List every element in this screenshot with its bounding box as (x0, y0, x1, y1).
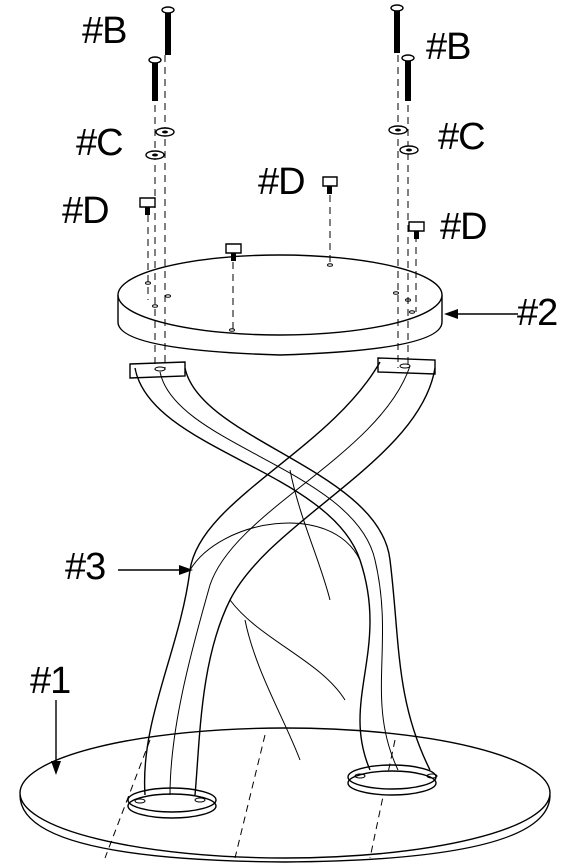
label-part1: #1 (30, 660, 71, 702)
label-part3: #3 (65, 546, 106, 588)
arrow-part1 (51, 700, 61, 775)
screw-b-left-1 (161, 6, 175, 55)
label-d-right: #D (440, 206, 488, 248)
washer-c-left-1 (155, 127, 175, 137)
washer-c-left-2 (145, 150, 165, 160)
alignment-lines (147, 55, 417, 370)
label-d-left: #D (62, 190, 110, 232)
label-d-center: #D (258, 161, 306, 203)
arrow-part2 (444, 309, 518, 319)
foot-pad-right (347, 764, 438, 796)
base-disc (19, 727, 551, 863)
bolt-d-right (408, 221, 425, 239)
twisted-pedestal (129, 357, 436, 796)
washer-c-right-1 (388, 125, 408, 135)
washer-c-right-2 (399, 145, 419, 155)
label-b-left: #B (82, 10, 127, 52)
bolt-d-top-plate (225, 243, 242, 261)
bolt-d-center (322, 176, 338, 194)
bolt-d-left (139, 197, 156, 215)
screw-b-right-2 (401, 54, 415, 101)
label-part2: #2 (517, 292, 558, 334)
arrow-part3 (118, 565, 193, 575)
screw-b-right-1 (390, 4, 404, 53)
label-b-right: #B (426, 26, 471, 68)
label-c-left: #C (76, 122, 124, 164)
top-plate (117, 254, 443, 356)
screw-b-left-2 (148, 56, 162, 101)
foot-pad-left (127, 787, 217, 819)
label-c-right: #C (438, 116, 486, 158)
